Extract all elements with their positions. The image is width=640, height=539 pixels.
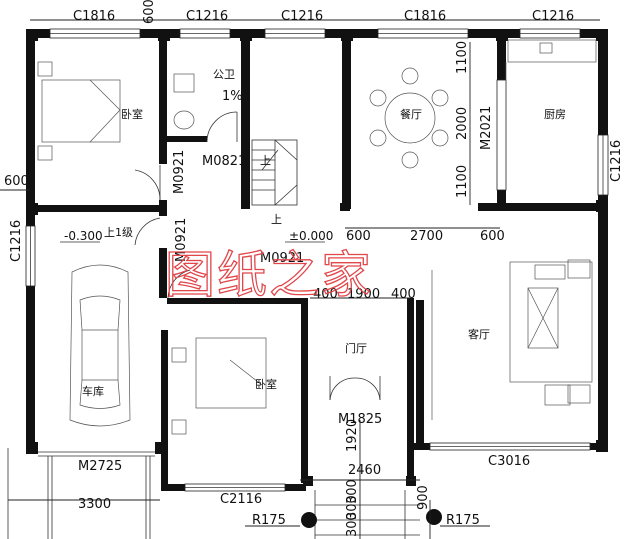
door-label-garage-inner: M0921: [260, 251, 304, 266]
room-label-garage: 车库: [82, 384, 104, 398]
dim-r-left: R175: [252, 513, 286, 528]
window-label-top-5: C1216: [532, 9, 574, 24]
wall-hall-right: [407, 298, 414, 483]
window-label-top-2: C1216: [186, 9, 228, 24]
elevation-labels: -0.300 ±0.000: [60, 229, 333, 243]
dim-dining-1100-b: 1100: [455, 165, 470, 198]
column-round-left: [301, 512, 317, 528]
dim-mid-600-a: 600: [346, 229, 371, 244]
window-labels: C1816 C1216 C1216 C1816 C1216 C1216 C121…: [9, 9, 624, 507]
door-label-wc: M0821: [202, 154, 246, 169]
step-up-label: 上1级: [104, 226, 133, 239]
wall-v-345: [342, 29, 351, 209]
door-label-dining-kitchen: M2021: [479, 106, 494, 150]
wall-wc: [167, 136, 207, 142]
watermark-text: 图纸之家: [165, 246, 373, 304]
wall-v-160-mid: [159, 200, 167, 216]
door-labels: M0921 M0821 M0921 M0921 M2725 M1825 M202…: [78, 106, 494, 474]
dim-garage-3300: 3300: [78, 497, 111, 512]
window-label-bedroom2: C2116: [220, 492, 262, 507]
dim-hall-400-b: 400: [391, 287, 416, 302]
wall-v-243: [241, 29, 250, 209]
window-openings: [25, 28, 609, 492]
car-icon: [69, 264, 131, 427]
room-label-wc: 公卫: [213, 68, 235, 81]
wall-mid-right: [478, 203, 608, 211]
dim-hall-400-a: 400: [313, 287, 338, 302]
window-label-top-1: C1816: [73, 9, 115, 24]
wall-v-160-upper: [159, 29, 167, 164]
dim-left-600: 600: [4, 174, 29, 189]
room-label-bedroom-2: 卧室: [255, 377, 277, 391]
room-labels: 卧室 公卫 1% 餐厅 厨房 车库 门厅 卧室 客厅 上 上 上1级: [82, 68, 566, 398]
garage-opening: [7, 448, 155, 539]
elevation-floor: ±0.000: [289, 229, 333, 243]
window-label-top-4: C1816: [404, 9, 446, 24]
dim-mid-600-b: 600: [480, 229, 505, 244]
window-label-right: C1216: [609, 140, 624, 182]
wall-right: [598, 29, 608, 449]
staircase: [251, 139, 298, 206]
dim-dining-1100-a: 1100: [455, 41, 470, 74]
dim-top-600: 600: [142, 0, 157, 24]
room-label-living: 客厅: [468, 327, 490, 341]
wall-bed2-top: [167, 298, 307, 304]
wall-hall-left: [301, 298, 308, 483]
door-swings: [134, 111, 381, 401]
wall-v-160-low: [159, 248, 167, 298]
wall-left-lower: [26, 205, 35, 445]
columns: [26, 29, 608, 486]
window-label-top-3: C1216: [281, 9, 323, 24]
stair-up-label-2: 上: [260, 154, 271, 167]
stair-up-label-1: 上: [271, 213, 282, 226]
wall-mid-left: [26, 205, 166, 212]
window-label-left: C1216: [9, 220, 24, 262]
window-label-living: C3016: [488, 454, 530, 469]
furniture: [37, 39, 597, 435]
wall-left-upper: [26, 29, 35, 213]
dim-v-300-a: 300: [345, 479, 360, 504]
room-label-entry-hall: 门厅: [345, 341, 367, 355]
dim-hall-1900: 1900: [347, 287, 380, 302]
dim-v-300-c: 300: [345, 512, 360, 537]
door-label-bed1: M0921: [172, 150, 187, 194]
dim-v-1920: 1920: [345, 419, 360, 452]
garage-post-left: [26, 442, 38, 454]
dim-dining-2000: 2000: [455, 107, 470, 140]
dim-r-right: R175: [446, 513, 480, 528]
room-label-dining: 餐厅: [400, 107, 422, 121]
dimension-labels: 600 600 600 2700 600 400 1900 400 1100 2…: [4, 0, 505, 537]
dim-v-900: 900: [416, 485, 431, 510]
room-label-bedroom-1: 卧室: [121, 107, 143, 121]
elevation-garage: -0.300: [64, 229, 103, 243]
dim-mid-2700: 2700: [410, 229, 443, 244]
dim-h-2460: 2460: [348, 463, 381, 478]
wall-living-left: [416, 300, 424, 450]
dimension-lines: [0, 19, 600, 539]
wc-slope-label: 1%: [222, 89, 243, 104]
column-round-right: [426, 509, 442, 525]
garage-post-right: [155, 442, 168, 454]
wall-v-160-bottom: [161, 330, 168, 490]
dim-v-300-b: 300: [345, 495, 360, 520]
door-label-entrance: M1825: [338, 412, 382, 427]
room-label-kitchen: 厨房: [544, 108, 566, 121]
door-label-bed2: M0921: [174, 218, 189, 262]
door-label-garage: M2725: [78, 459, 122, 474]
